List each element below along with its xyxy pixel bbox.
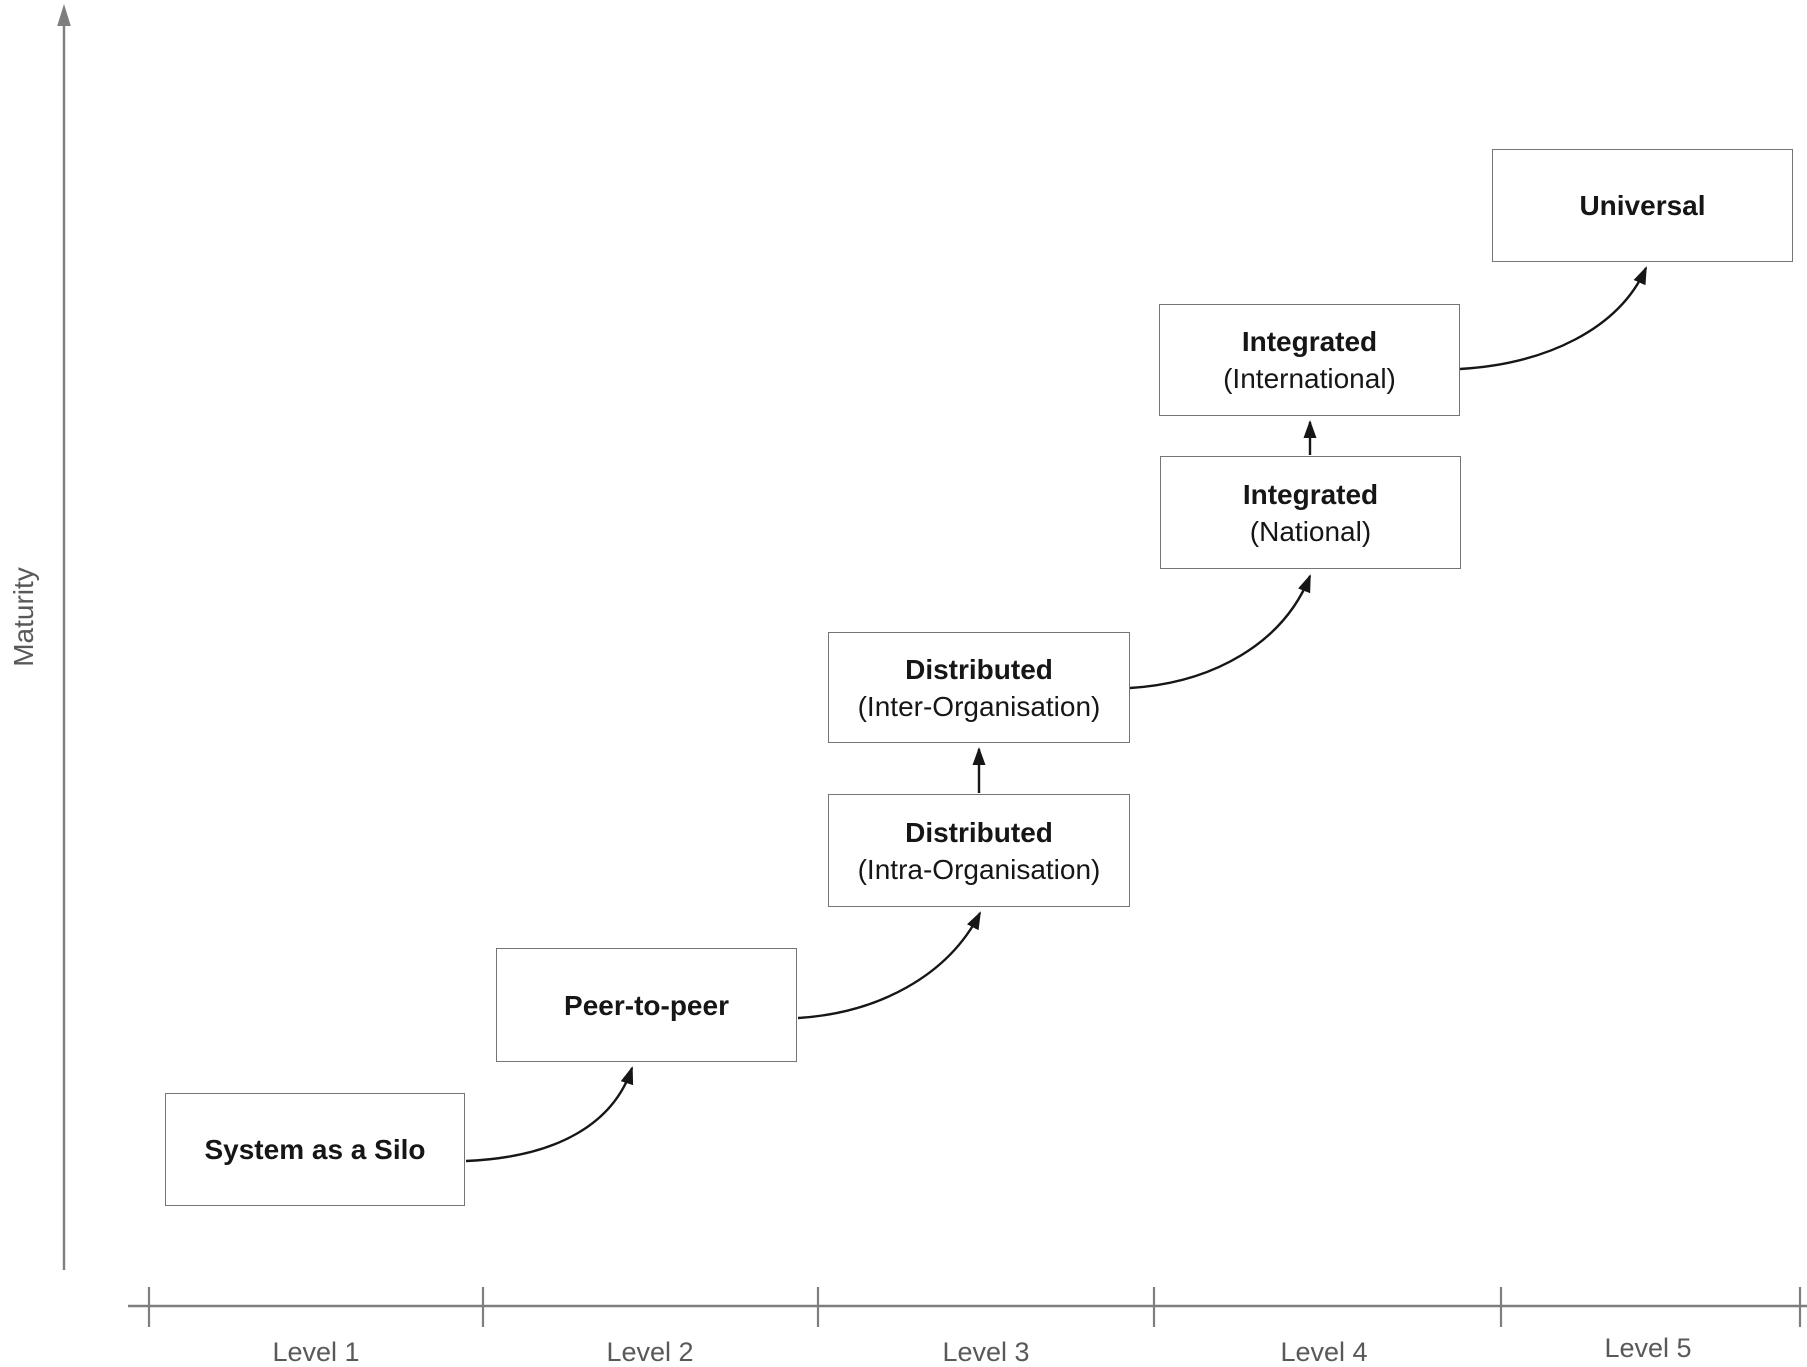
stage-box-system-as-a-silo: System as a Silo [165,1093,465,1206]
stage-subtitle: (Inter-Organisation) [857,690,1101,722]
stage-title: System as a Silo [204,1134,426,1165]
arrow-peer-to-distributed-intra [797,911,982,1020]
arrow-silo-to-peer [465,1066,634,1163]
stage-title: Peer-to-peer [564,989,729,1021]
stage-subtitle: (International) [1223,363,1396,394]
stage-title: Universal [1579,190,1706,221]
stage-box-integrated-international: Integrated (International) [1159,304,1460,416]
stage-subtitle: (National) [1249,515,1372,547]
stage-title: Integrated [1242,478,1379,510]
stage-box-integrated-national: Integrated (National) [1160,456,1461,569]
stage-box-distributed-intra-organisation: Distributed (Intra-Organisation) [828,794,1130,907]
stage-subtitle: (Intra-Organisation) [857,853,1101,885]
stage-title: Integrated [1241,326,1378,357]
x-axis-label-level-1: Level 1 [272,1337,360,1367]
x-axis-label-level-3: Level 3 [942,1337,1030,1367]
y-axis-label: Maturity [8,567,39,667]
arrow-distributed-inter-to-integrated-national [1129,574,1312,690]
arrow-integrated-international-to-universal [1459,266,1648,371]
x-axis-label-level-2: Level 2 [606,1337,694,1367]
stage-title: Distributed [905,653,1053,685]
stage-title: Distributed [905,816,1053,848]
stage-box-peer-to-peer: Peer-to-peer [496,948,797,1062]
y-axis-arrowhead-icon [57,4,71,26]
x-axis-label-level-5: Level 5 [1604,1333,1692,1363]
x-axis-label-level-4: Level 4 [1280,1337,1368,1367]
stage-box-universal: Universal [1492,149,1793,262]
stage-box-distributed-inter-organisation: Distributed (Inter-Organisation) [828,632,1130,743]
